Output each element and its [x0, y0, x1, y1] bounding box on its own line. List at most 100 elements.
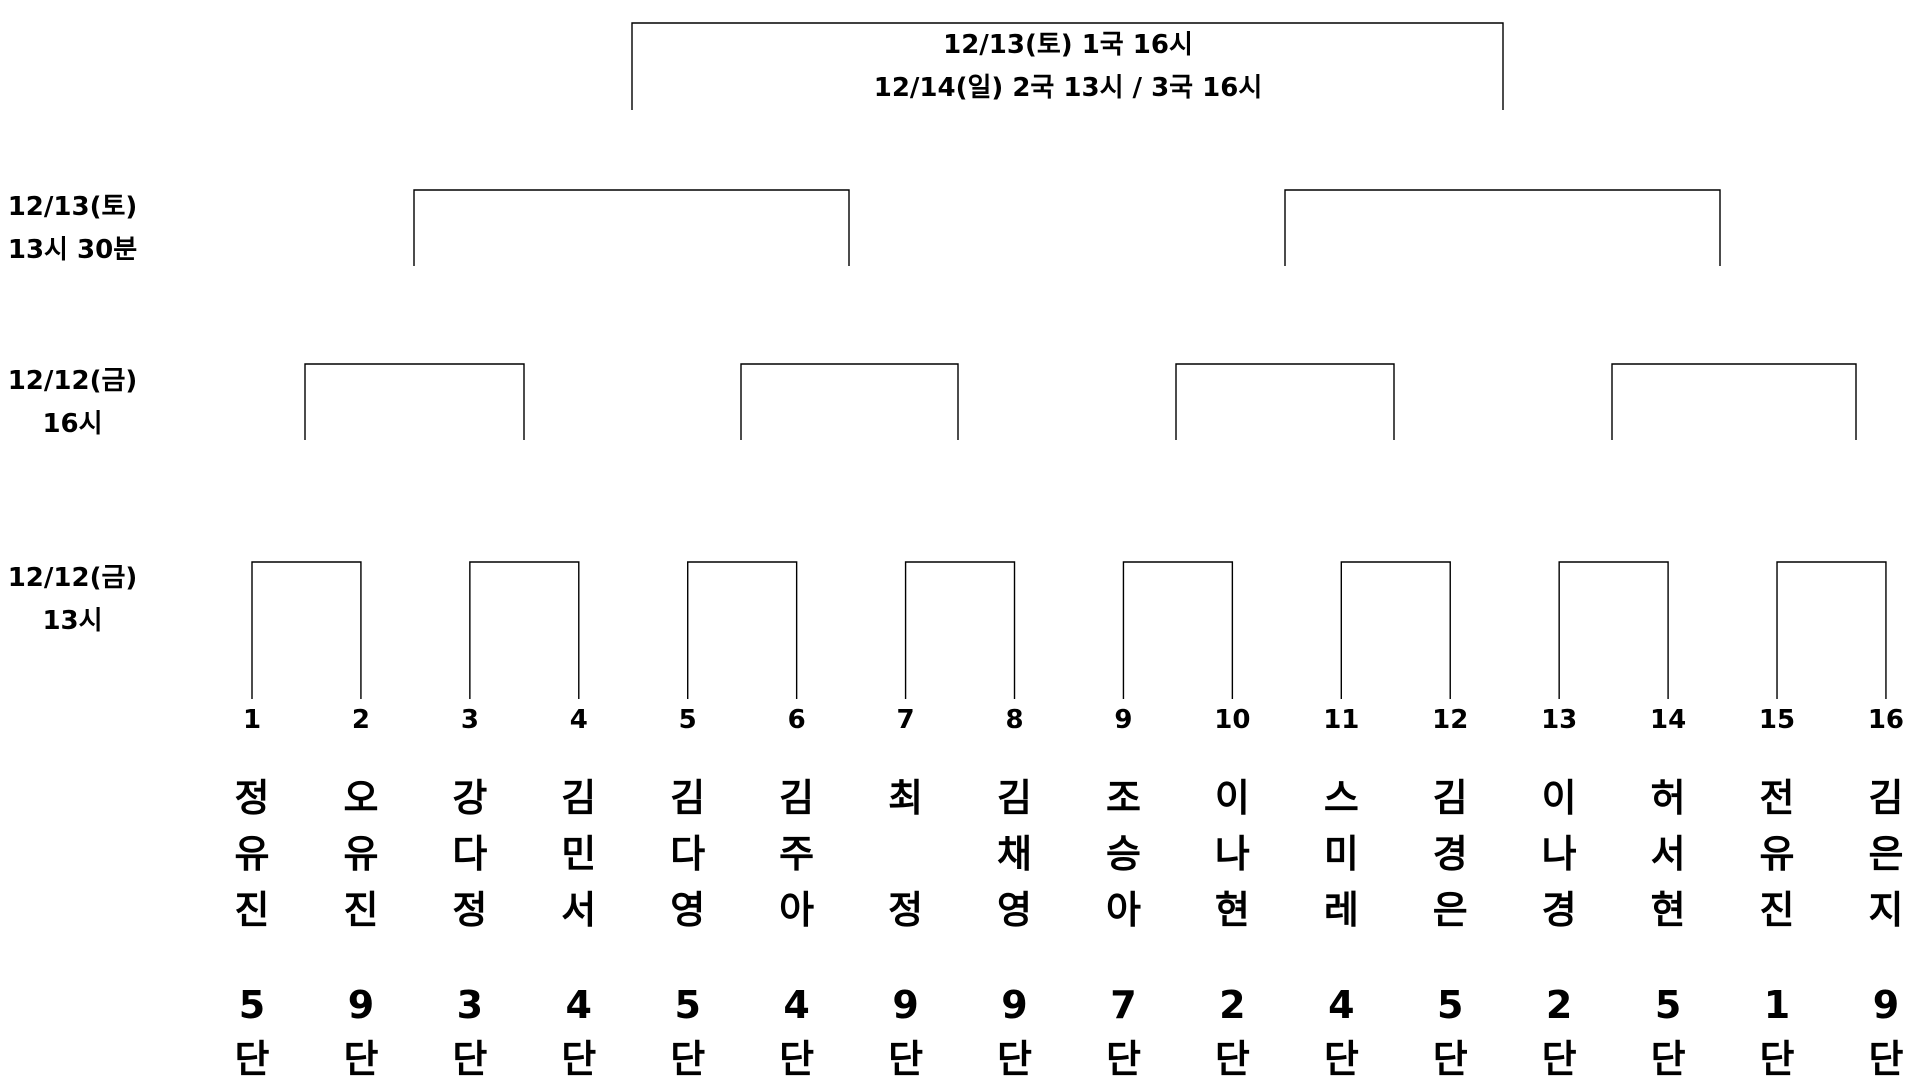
rank-unit: 단 — [1214, 1037, 1250, 1081]
quarterfinal-match-2 — [740, 363, 959, 440]
rank-unit: 단 — [1759, 1037, 1795, 1081]
seed-number: 14 — [1649, 705, 1687, 735]
player-name-char: 나 — [1541, 832, 1577, 876]
player-name-char: 스 — [1323, 776, 1359, 820]
player-name-char: 진 — [234, 888, 270, 932]
rank-unit: 단 — [343, 1037, 379, 1081]
player-name-char: 은 — [1868, 832, 1904, 876]
player-name-char: 채 — [997, 832, 1032, 876]
final-schedule-line-2: 12/14(일) 2국 13시 / 3국 16시 — [873, 73, 1263, 103]
player-name-char: 민 — [561, 832, 597, 876]
quarterfinal-match-4 — [1611, 363, 1857, 440]
round16-match-6 — [1340, 561, 1451, 699]
player-name-char: 유 — [1759, 832, 1795, 876]
player-name-char: 김 — [997, 776, 1032, 820]
round16-date: 12/12(금) — [7, 563, 138, 593]
quarterfinal-match-1 — [304, 363, 525, 440]
seed-number: 3 — [460, 705, 479, 735]
player-name-char: 허 — [1650, 776, 1686, 820]
player-name-char: 미 — [1323, 832, 1359, 876]
player-name-char: 서 — [1650, 832, 1686, 876]
player-name-char: 강 — [452, 776, 488, 820]
seed-number: 16 — [1867, 705, 1905, 735]
rank-number: 1 — [1763, 983, 1791, 1027]
rank-unit: 단 — [561, 1037, 597, 1081]
player-name-char: 조 — [1105, 776, 1141, 820]
round16-match-7 — [1558, 561, 1669, 699]
seed-number: 5 — [678, 705, 697, 735]
rank-number: 9 — [1001, 983, 1028, 1027]
player-name-char: 승 — [1105, 832, 1141, 876]
seed-number: 7 — [896, 705, 915, 735]
rank-unit: 단 — [670, 1037, 706, 1081]
seed-number: 4 — [569, 705, 588, 735]
rank-unit: 단 — [1868, 1037, 1904, 1081]
seed-number: 11 — [1323, 705, 1360, 735]
player-name-char: 나 — [1214, 832, 1250, 876]
quarterfinal-match-3 — [1175, 363, 1395, 440]
quarterfinal-time: 16시 — [42, 409, 103, 439]
rank-number: 7 — [1110, 983, 1137, 1027]
rank-number: 3 — [456, 983, 484, 1027]
player-name-char: 영 — [670, 888, 706, 932]
semifinal-match-1 — [413, 189, 850, 266]
rank-number: 2 — [1219, 983, 1246, 1027]
player-name-char: 경 — [1432, 832, 1468, 876]
semifinal-match-2 — [1284, 189, 1721, 266]
rank-number: 9 — [892, 983, 919, 1027]
player-name-char: 영 — [997, 888, 1032, 932]
round16-round-label: 12/12(금) 13시 — [0, 557, 145, 643]
player-name-char: 정 — [234, 776, 270, 820]
rank-number: 2 — [1545, 983, 1573, 1027]
quarterfinal-date: 12/12(금) — [7, 366, 138, 396]
player-name-char: 정 — [888, 888, 924, 932]
player-name-char: 아 — [1105, 888, 1141, 932]
player-name-char: 김 — [1868, 776, 1904, 820]
seed-number: 12 — [1432, 705, 1469, 735]
round16-match-4 — [904, 561, 1016, 699]
rank-unit: 단 — [1541, 1037, 1577, 1081]
rank-number: 5 — [238, 983, 266, 1027]
player-name-char: 최 — [888, 776, 924, 820]
rank-unit: 단 — [1650, 1037, 1686, 1081]
rank-unit: 단 — [452, 1037, 488, 1081]
quarterfinal-round-label: 12/12(금) 16시 — [0, 360, 145, 446]
player-name-char: 다 — [452, 832, 488, 876]
round16-match-2 — [469, 561, 580, 699]
rank-unit: 단 — [888, 1037, 924, 1081]
rank-unit: 단 — [997, 1037, 1032, 1081]
round16-match-5 — [1122, 561, 1234, 699]
player-name-char: 진 — [343, 888, 379, 932]
player-name-char: 진 — [1759, 888, 1795, 932]
rank-unit: 단 — [1432, 1037, 1468, 1081]
rank-unit: 단 — [1105, 1037, 1141, 1081]
rank-number: 4 — [783, 983, 810, 1027]
seed-number: 9 — [1114, 705, 1133, 735]
seed-number: 15 — [1758, 705, 1796, 735]
rank-number: 4 — [565, 983, 592, 1027]
